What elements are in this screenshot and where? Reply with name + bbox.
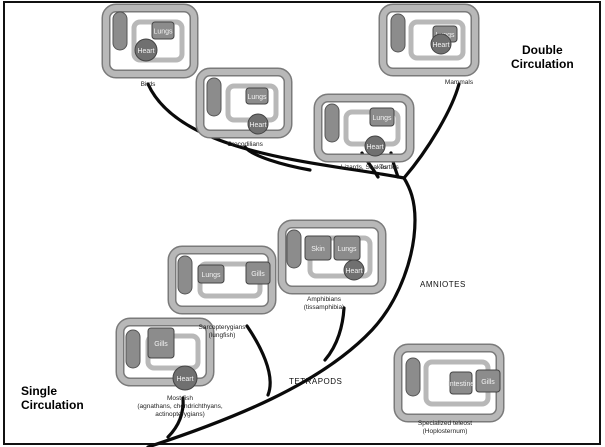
lungs-organ [369,107,395,127]
taxon-name-most-fish-line-2: (agnathans, chondrichthyans, [137,403,222,410]
lungs-organ [197,264,225,284]
body-tissue-capsule [324,103,340,143]
branch-amphibians [323,306,346,362]
gills-organ [147,327,175,359]
heart-label: Heart [432,42,449,49]
branch-mammals [402,82,461,180]
lungs-label: Lungs [247,94,267,101]
body-tissue-capsule [286,229,302,269]
taxon-name-lizards-snakes: Lizards, Snakes [341,164,388,171]
vessel-loop [279,221,385,293]
heart-label: Heart [366,144,383,151]
taxon-name-teleost: Specialized teleost [418,420,472,427]
taxon-name-teleost-line-2: (Hoplosternum) [423,428,468,435]
heart-label: Heart [345,268,362,275]
taxon-name-mammals: Mammals [445,79,474,86]
branch-birds [146,82,406,180]
lungs-organ [151,21,175,40]
circulation-sarcopterygians: Lungs Gills [167,245,277,315]
taxon-name-crocodilians: Crocodilians [227,141,264,148]
lungs-organ [245,87,269,105]
body-tissue-capsule [206,77,222,117]
heart-organ [172,365,198,391]
gills-organ [475,369,501,393]
taxon-name-amphibians: Amphibians [307,296,342,303]
gills-label: Gills [251,271,265,278]
lungs-label: Lungs [201,272,221,279]
double-circulation-heading: Double Circulation [511,43,574,71]
taxon-name-turtles: Turtles [379,164,399,171]
branch-trunk [146,176,417,447]
double-circulation-line-1: Double [522,43,563,57]
gills-label: Gills [154,341,168,348]
heart-organ [430,33,452,55]
vessel-loop [380,5,478,75]
heart-label: Heart [249,122,266,129]
body-tissue-capsule [405,357,421,397]
body-tissue-capsule [177,255,193,295]
taxon-name-birds: Birds [141,81,157,88]
clade-label-tetrapods: TETRAPODS [289,377,342,386]
body-tissue-capsule [112,11,128,51]
lungs-label: Lungs [337,246,357,253]
heart-label: Heart [176,376,193,383]
taxon-name-sarcopterygians: Sarcopterygians [199,324,247,331]
vessel-loop [315,95,413,161]
vessel-loop [117,319,213,385]
vessel-loop [103,5,197,77]
clade-label-amniotes: AMNIOTES [420,280,466,289]
skin-organ [304,235,332,261]
branch-sarcopterygians [245,324,272,397]
body-tissue-capsule [390,13,406,53]
taxon-name-most-fish: Most fish [167,395,193,402]
intestine-organ [449,371,473,395]
heart-organ [247,113,269,135]
lungs-organ [333,235,361,261]
heart-organ [364,135,386,157]
body-tissue-capsule [125,329,141,369]
phylogenetic-tree [146,82,461,447]
gills-organ [245,261,271,285]
lungs-label: Lungs [372,115,392,122]
taxon-name-amphibians-line-2: (tissamphibia) [304,304,344,311]
lungs-label: Lungs [153,29,173,36]
gills-label: Gills [481,379,495,386]
single-circulation-heading: Single Circulation [21,384,84,412]
taxon-name-most-fish-line-3: actinopterygians) [155,411,205,418]
branch-crocodilians [243,145,312,172]
vessel-loop [197,69,291,137]
heart-organ [343,259,365,281]
heart-label: Heart [137,48,154,55]
circulation-teleost: Intestine Gills [393,343,505,423]
heart-organ [134,38,158,62]
vessel-loop [169,247,275,313]
vessel-loop-inner [408,19,466,61]
intestine-label: Intestine [448,381,475,388]
single-circulation-line-2: Circulation [21,398,84,412]
skin-label: Skin [311,246,325,253]
double-circulation-line-2: Circulation [511,57,574,71]
branch-most-fish [166,396,185,439]
single-circulation-line-1: Single [21,384,58,398]
taxon-name-sarcopterygians-line-2: (lungfish) [209,332,236,339]
